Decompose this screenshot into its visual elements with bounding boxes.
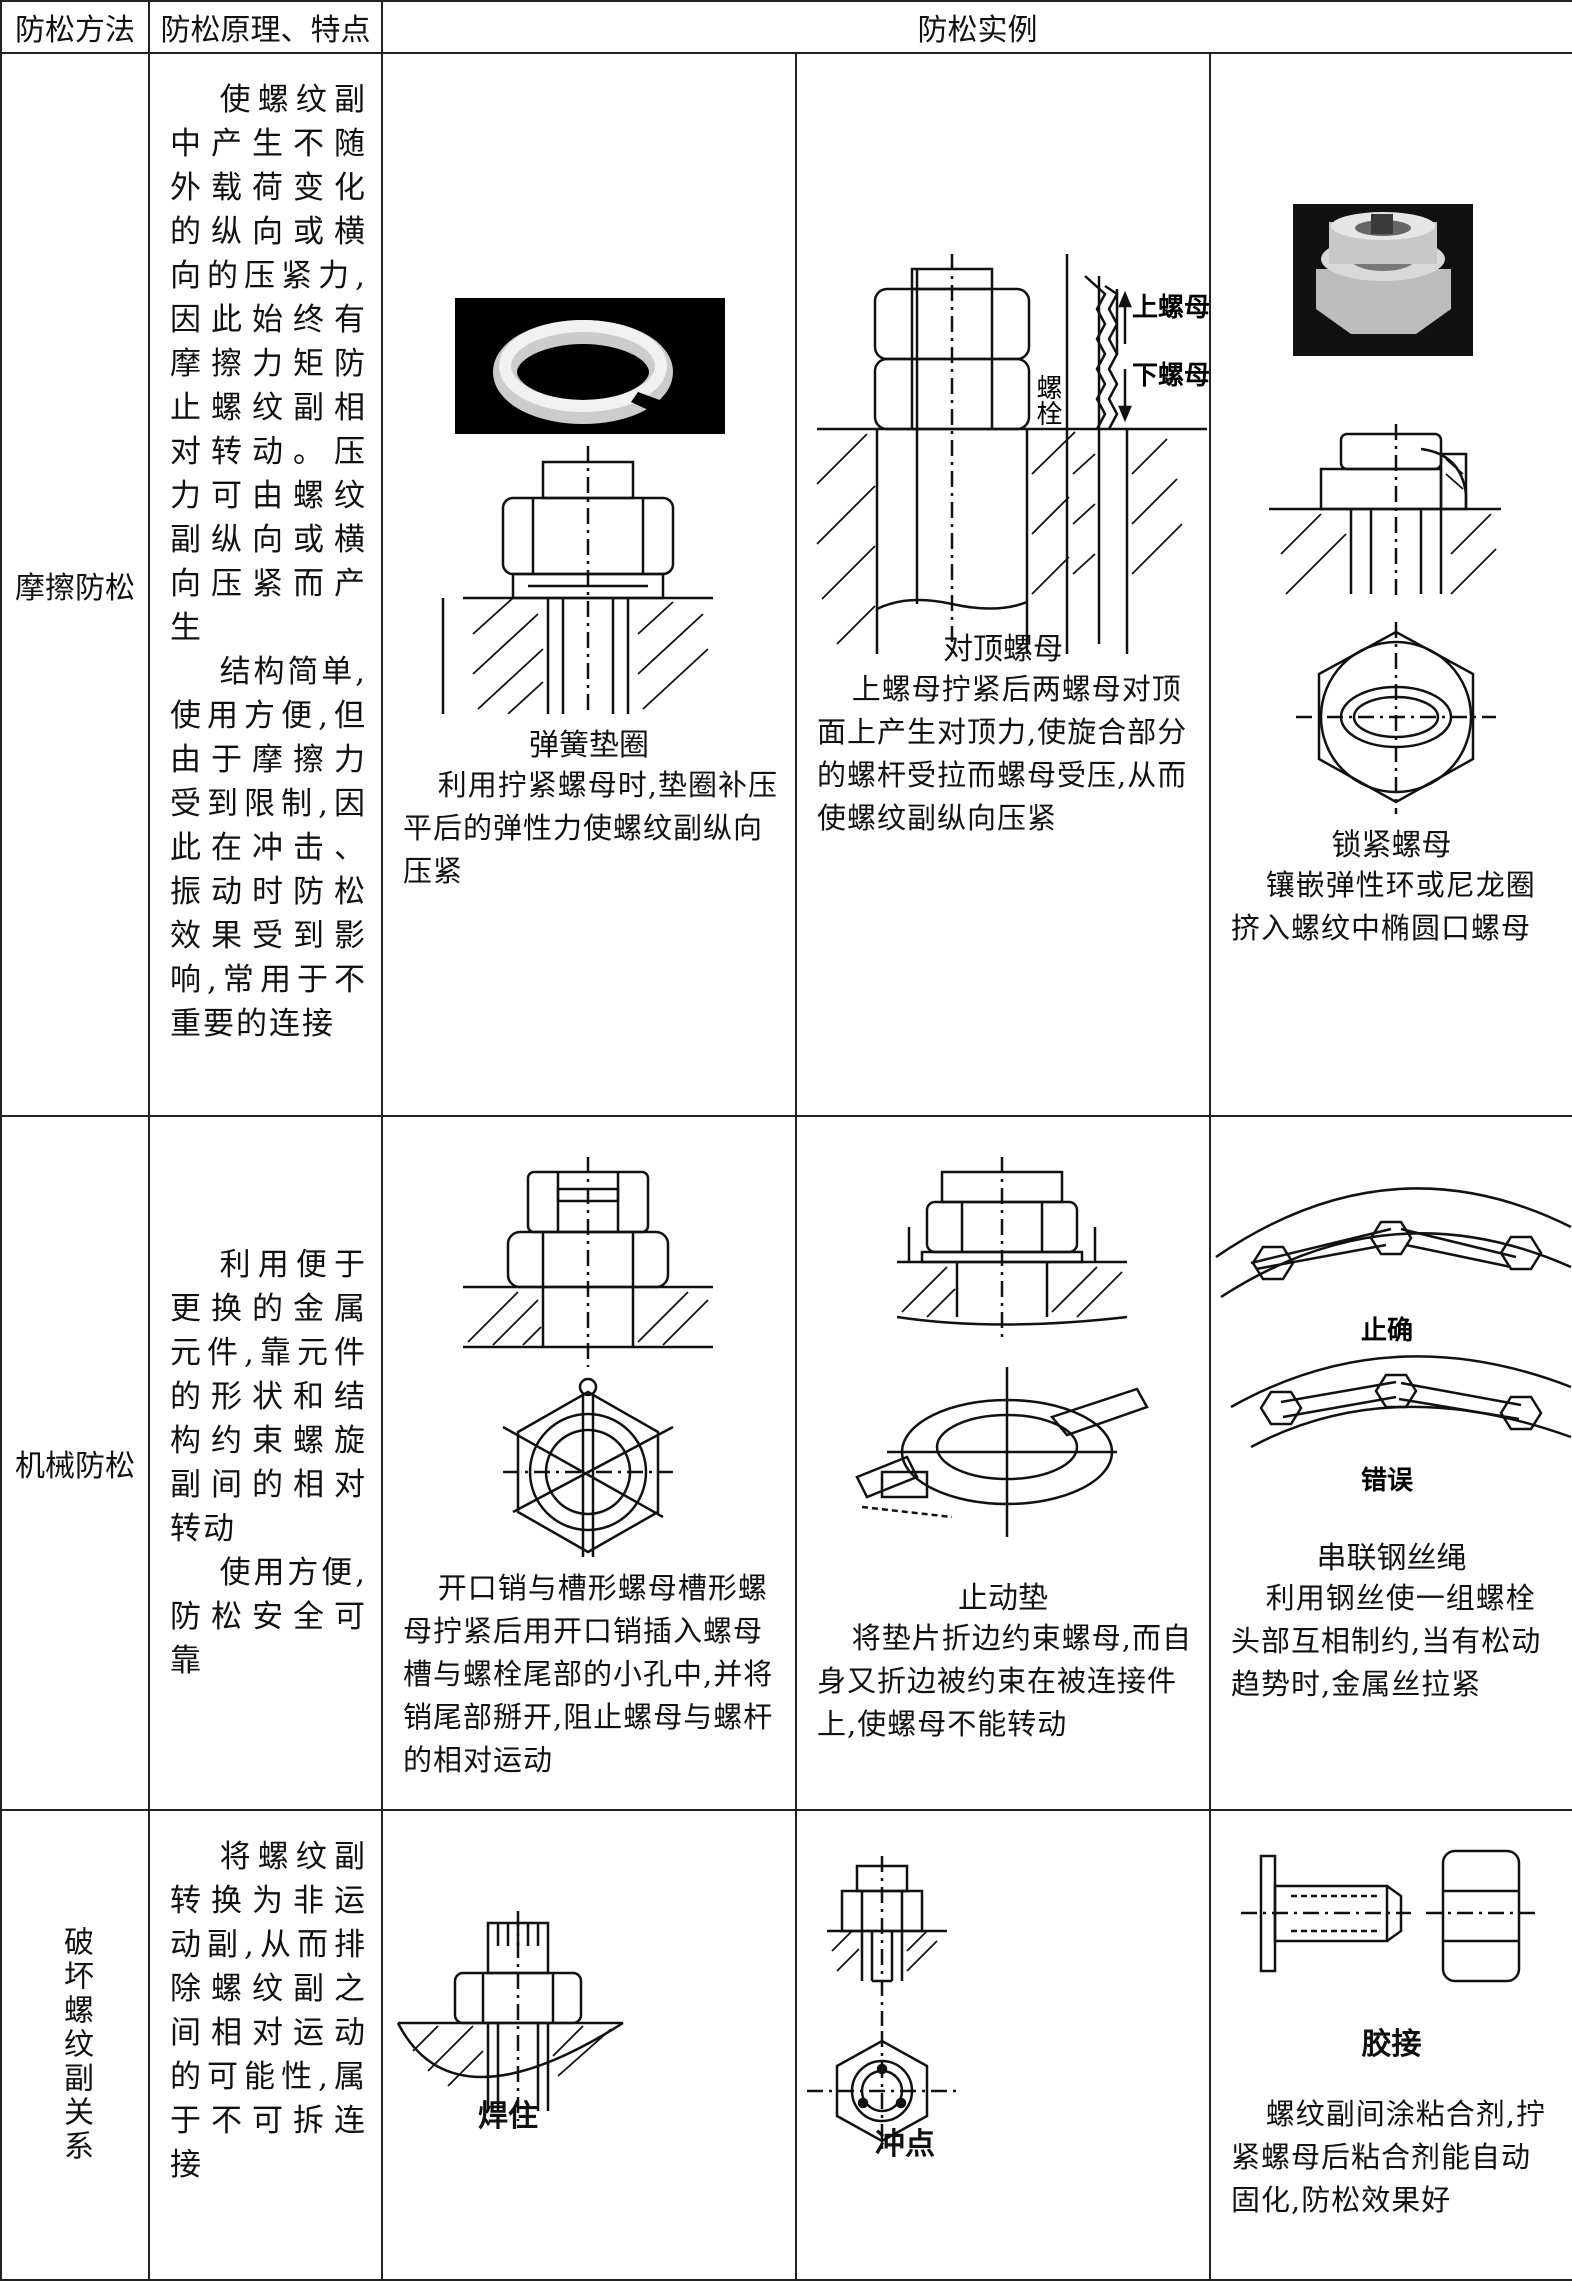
example-cell: 胶接 螺纹副间涂粘合剂,拧紧螺母后粘合剂能自动固化,防松效果好 <box>1208 1808 1572 2281</box>
example-caption: 对顶螺母 <box>943 632 1063 668</box>
principle-paragraph: 使螺纹副中产生不随外载荷变化的纵向或横向的压紧力,因此始终有摩擦力矩防止螺纹副相… <box>170 82 367 647</box>
principle-cell: 将螺纹副转换为非运动副,从而排除螺纹副之间相对运动的可能性,属于不可拆连接 <box>148 1808 383 2281</box>
wrong-label: 错误 <box>1361 1466 1414 1496</box>
adhesive-figure <box>1241 1849 1536 1983</box>
principle-paragraph: 利用便于更换的金属元件,靠元件的形状和结构约束螺旋副间的相对转动 <box>170 1247 367 1548</box>
principle-paragraph: 将螺纹副转换为非运动副,从而排除螺纹副之间相对运动的可能性,属于不可拆连接 <box>170 1838 367 2183</box>
lock-nut-figure <box>1269 204 1501 815</box>
jam-nut-figure: 螺栓 上螺母 下螺母 <box>816 254 1210 655</box>
example-description: 开口销与槽形螺母槽形螺母拧紧后用开口销插入螺母槽与螺栓尾部的小孔中,并将销尾部掰… <box>403 1571 774 1778</box>
tab-washer-figure <box>855 1157 1149 1538</box>
method-cell: 破坏螺纹副关系 <box>0 1808 150 2281</box>
example-cell: 止动垫 将垫片折边约束螺母,而自身又折边被约束在被连接件上,使螺母不能转动 <box>795 1115 1211 1811</box>
principle-paragraph: 使用方便,防松安全可靠 <box>170 1555 367 1680</box>
table-row: 摩擦防松 使螺纹副中产生不随外载荷变化的纵向或横向的压紧力,因此始终有摩擦力矩防… <box>0 52 1572 1118</box>
example-caption: 冲点 <box>875 2126 935 2162</box>
example-cell: 止确 错误 串联钢丝绳 利用钢丝使一组螺栓头部互相制约,当有松动趋势时,金属丝拉… <box>1208 1115 1572 1811</box>
example-caption: 焊住 <box>478 2098 538 2134</box>
bolt-label: 螺栓 <box>1032 374 1062 426</box>
method-cell: 摩擦防松 <box>0 52 150 1118</box>
welding-figure <box>396 1910 624 2121</box>
method-cell: 机械防松 <box>0 1115 150 1811</box>
principle-cell: 利用便于更换的金属元件,靠元件的形状和结构约束螺旋副间的相对转动 使用方便,防松… <box>148 1115 383 1811</box>
example-description: 镶嵌弹性环或尼龙圈挤入螺纹中椭圆口螺母 <box>1231 868 1536 946</box>
punch-figure <box>807 1855 957 2151</box>
table-row: 机械防松 利用便于更换的金属元件,靠元件的形状和结构约束螺旋副间的相对转动 使用… <box>0 1115 1572 1811</box>
table-row: 破坏螺纹副关系 将螺纹副转换为非运动副,从而排除螺纹副之间相对运动的可能性,属于… <box>0 1808 1572 2281</box>
header-principle: 防松原理、特点 <box>148 0 383 55</box>
header-method: 防松方法 <box>0 0 150 55</box>
example-cell: 螺栓 上螺母 下螺母 对顶螺母 上螺母拧紧后两螺母对顶面上产生对顶力,使旋合部分… <box>795 52 1211 1118</box>
example-caption: 开口销与槽形螺母 <box>437 1571 678 1606</box>
lower-nut-label: 下螺母 <box>1132 361 1210 391</box>
example-cell: 冲点 <box>795 1808 1211 2281</box>
spring-washer-figure <box>441 298 725 715</box>
principle-paragraph: 结构简单,使用方便,但由于摩擦力受到限制,因此在冲击、振动时防松效果受到影响,常… <box>170 654 367 1043</box>
example-cell: 开口销与槽形螺母槽形螺母拧紧后用开口销插入螺母槽与螺栓尾部的小孔中,并将销尾部掰… <box>381 1115 797 1811</box>
example-caption: 弹簧垫圈 <box>529 728 649 764</box>
example-description: 螺纹副间涂粘合剂,拧紧螺母后粘合剂能自动固化,防松效果好 <box>1231 2096 1547 2217</box>
example-description: 上螺母拧紧后两螺母对顶面上产生对顶力,使旋合部分的螺杆受拉而螺母受压,从而使螺纹… <box>817 672 1188 836</box>
example-cell: 锁紧螺母 镶嵌弹性环或尼龙圈挤入螺纹中椭圆口螺母 <box>1208 52 1572 1118</box>
example-caption: 锁紧螺母 <box>1331 828 1452 864</box>
method-label: 破坏螺纹副关系 <box>58 1925 93 2164</box>
header-row: 防松方法 防松原理、特点 防松实例 <box>0 0 1572 55</box>
upper-nut-label: 上螺母 <box>1132 293 1210 323</box>
correct-label: 止确 <box>1361 1315 1413 1346</box>
example-description: 将垫片折边约束螺母,而自身又折边被约束在被连接件上,使螺母不能转动 <box>817 1621 1193 1742</box>
slotted-nut-figure <box>463 1157 713 1558</box>
principle-cell: 使螺纹副中产生不随外载荷变化的纵向或横向的压紧力,因此始终有摩擦力矩防止螺纹副相… <box>148 52 383 1118</box>
example-caption: 止动垫 <box>958 1581 1048 1617</box>
example-cell: 焊住 <box>381 1808 797 2281</box>
wire-lock-figure: 止确 错误 <box>1215 1187 1572 1496</box>
example-caption: 胶接 <box>1361 2026 1422 2062</box>
example-description: 利用拧紧螺母时,垫圈补压平后的弹性力使螺纹副纵向压紧 <box>403 768 779 889</box>
header-examples: 防松实例 <box>380 0 1572 55</box>
example-caption: 串联钢丝绳 <box>1316 1541 1467 1577</box>
example-cell: 弹簧垫圈 利用拧紧螺母时,垫圈补压平后的弹性力使螺纹副纵向压紧 <box>381 52 797 1118</box>
example-description: 利用钢丝使一组螺栓头部互相制约,当有松动趋势时,金属丝拉紧 <box>1231 1581 1542 1702</box>
